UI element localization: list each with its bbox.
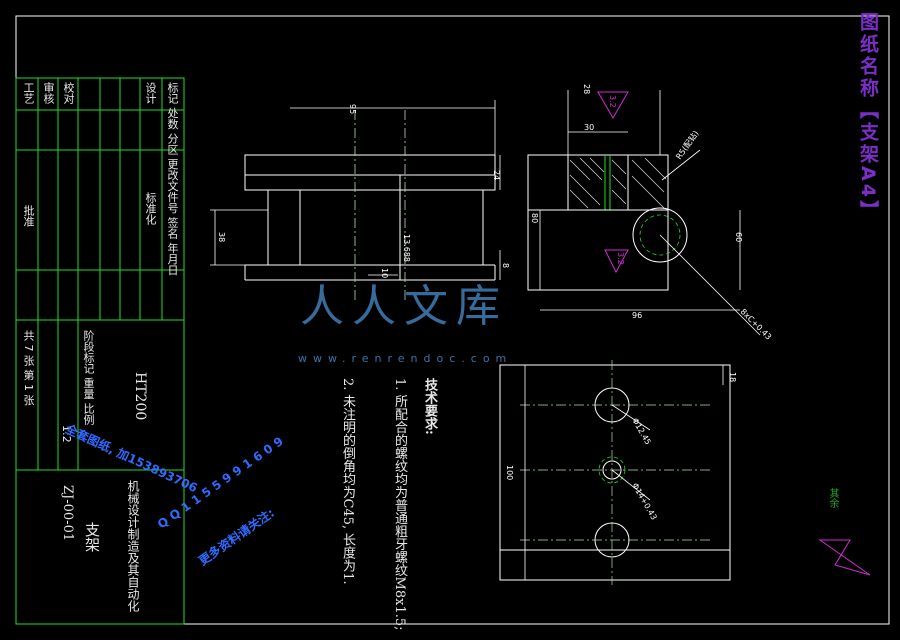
hole-mid [602, 460, 622, 480]
roughness-other-label: 其余 [827, 488, 838, 508]
dim-96: 96 [632, 311, 642, 320]
tb-mark-row: 标记 处数 分区 更改文件号 签名 年月日 [166, 82, 179, 276]
dim-24: 24 [492, 170, 501, 180]
roughness-top [597, 91, 629, 120]
roughness-mid [604, 249, 629, 274]
tb-approve: 批准 [22, 205, 35, 227]
dim-38: 38 [217, 232, 226, 242]
dim-18: 18 [728, 372, 737, 382]
watermark-url: www.renrendoc.com [298, 352, 513, 365]
dim-60: 60 [734, 232, 743, 242]
dim-95: 95 [348, 104, 357, 114]
front-centerlines [354, 110, 406, 300]
tb-sheet: 共 7 张 第 1 张 [22, 330, 35, 406]
tech-heading: 技术要求: [422, 378, 437, 435]
tech-line-2: 2. 未注明的倒角均为C45, 长度为1. [340, 378, 355, 585]
dim-13: 13.688 [402, 234, 411, 262]
section-view [527, 154, 669, 291]
material-label: HT200 [132, 372, 148, 421]
tb-review: 审核 [42, 82, 55, 104]
dim-8: 8 [501, 263, 510, 268]
dim-28: 28 [582, 84, 591, 94]
dim-hole-2: Φ14+0.43 [630, 482, 658, 522]
front-view [244, 154, 496, 281]
dim-hole-1: Φ12.45 [630, 417, 652, 447]
part-name: 支架 [83, 522, 101, 552]
dim-10: 10 [380, 268, 389, 278]
dim-80: 80 [530, 213, 539, 223]
section-hatch [569, 157, 667, 209]
drawing-number: ZJ-00-01 [60, 485, 75, 542]
roughness-other [818, 539, 871, 576]
drawing-title: 图纸名称【支架A4】 [857, 12, 879, 222]
tb-standard: 标准化 [144, 192, 157, 225]
dim-30: 30 [584, 123, 594, 132]
dim-r-diag: 8xC+0.43 [739, 307, 774, 342]
tb-designer: 设计 [144, 82, 157, 104]
section-circle [632, 207, 688, 263]
promo-4: 机械设计制造及其自动化 [126, 480, 140, 612]
dim-100: 100 [505, 465, 514, 480]
tb-stage-row: 阶段标记 重量 比例 [82, 330, 95, 425]
roughness-mid-value: 3.2 [616, 252, 625, 265]
tb-process: 工艺 [22, 82, 35, 104]
dim-r-top: R5(配钻) [673, 128, 700, 161]
section-inner-circle [639, 214, 681, 256]
watermark-brand: 人人文库 [300, 281, 508, 332]
title-block-grid [16, 78, 184, 471]
tb-scale: 1:2 [60, 425, 73, 443]
tb-check: 校对 [62, 82, 75, 104]
front-dim-lines [210, 100, 501, 280]
bottom-centerlines [520, 360, 710, 585]
roughness-top-value: 3.2 [608, 95, 617, 108]
section-dim-lines [539, 90, 761, 336]
bottom-view [499, 364, 731, 581]
tech-line-1: 1. 所配合的螺纹均为普通粗牙螺纹M8x1.5; [392, 378, 407, 631]
bottom-dim-lines [524, 365, 724, 580]
